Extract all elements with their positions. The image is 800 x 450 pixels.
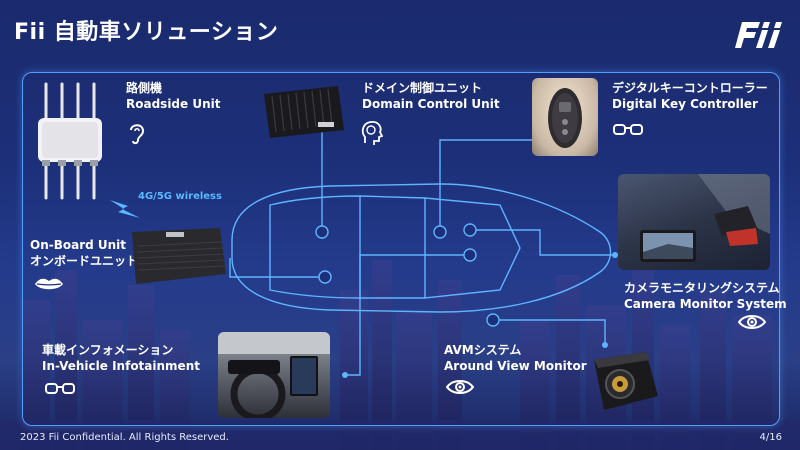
wireless-label: 4G/5G wireless [138,191,222,202]
avm-camera-image [594,352,658,410]
cms-label-jp: カメラモニタリングシステム [624,281,780,295]
obu-label-jp: オンボードユニット [30,254,139,268]
ivi-label-en: In-Vehicle Infotainment [42,359,200,373]
glasses-icon [45,383,75,394]
domain-label-jp: ドメイン制御ユニット [362,81,483,95]
obu-label-en: On-Board Unit [30,238,127,252]
fii-logo [735,22,782,48]
avm-label-jp: AVMシステム [444,343,522,357]
digital-key-label-en: Digital Key Controller [612,97,758,111]
cms-label-en: Camera Monitor System [624,297,787,311]
on-board-unit-image [132,228,226,284]
roadside-label-en: Roadside Unit [126,97,221,111]
eye-icon [738,315,766,329]
eye-icon [446,380,474,394]
ear-icon [130,124,145,145]
lips-icon [35,278,63,290]
roadside-unit-image [38,82,102,200]
avm-label-en: Around View Monitor [444,359,587,373]
camera-monitor-system-image [618,174,770,270]
infotainment-image [218,332,330,418]
page-title: Fii 自動車ソリューション [14,20,279,45]
digital-key-label-jp: デジタルキーコントローラー [612,81,768,95]
digital-key-image [532,78,598,156]
brain-icon [361,121,383,145]
domain-control-unit-image [264,86,344,138]
content-frame [22,72,780,426]
page-number: 4/16 [759,432,782,443]
domain-label-en: Domain Control Unit [362,97,500,111]
ivi-label-jp: 車載インフォメーション [42,343,174,357]
city-skyline-background [0,260,800,450]
wireless-bolt-icon [110,200,140,218]
glasses-icon [613,124,643,135]
footer-copyright: 2023 Fii Confidential. All Rights Reserv… [20,432,229,443]
roadside-label-jp: 路側機 [126,81,163,95]
